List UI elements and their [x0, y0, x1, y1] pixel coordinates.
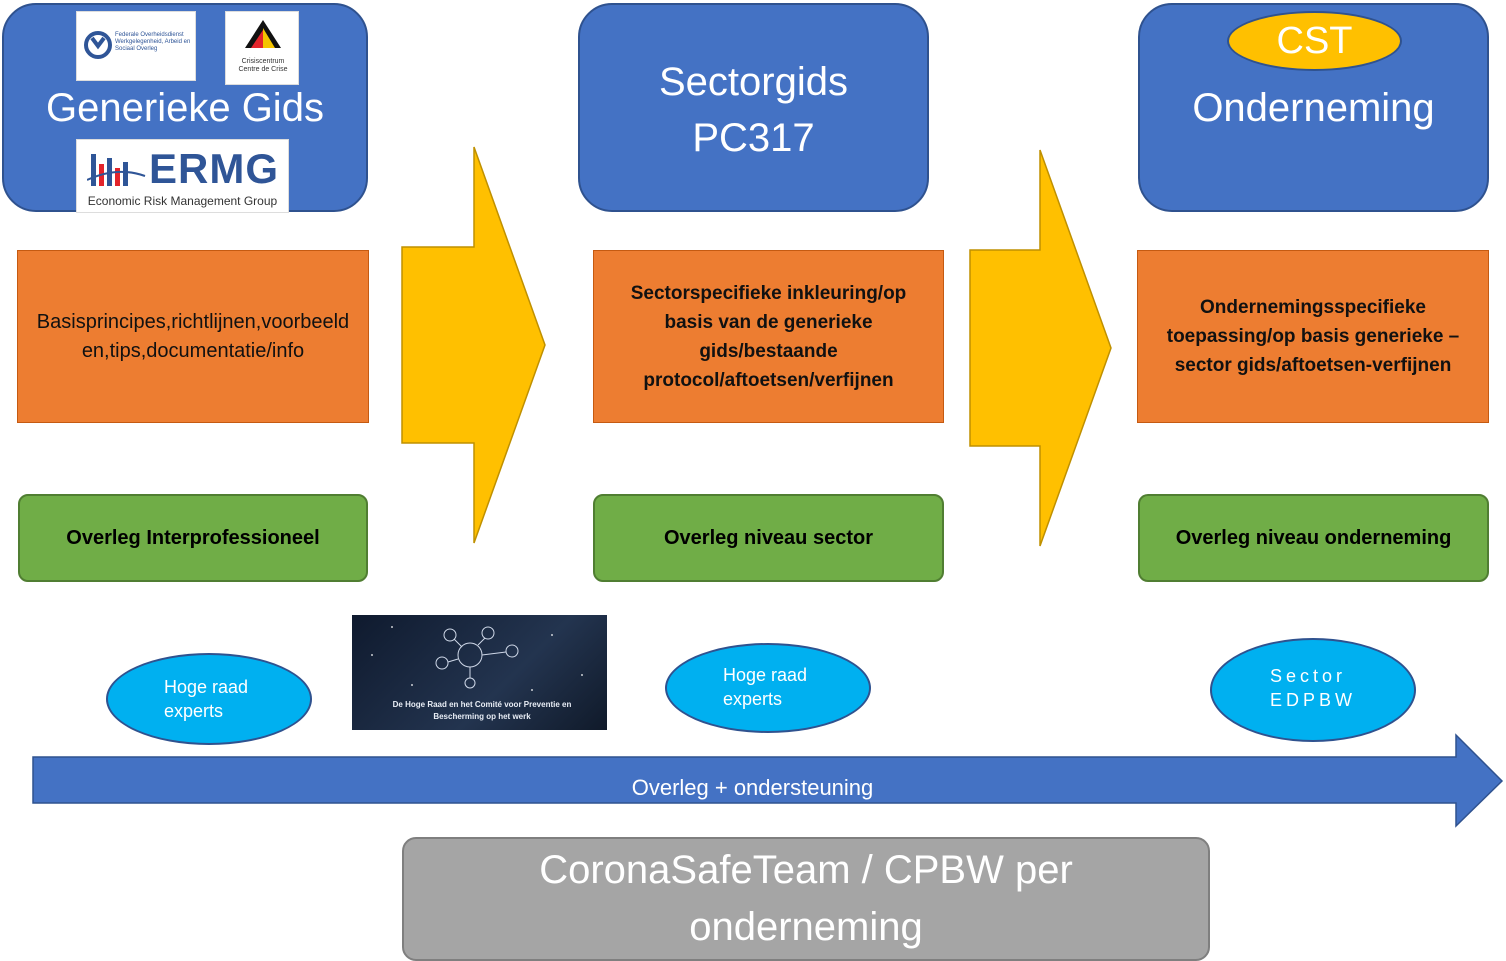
crisis-center-logo-text: Crisiscentrum Centre de Crise [238, 58, 288, 73]
onderneming-box: CST Onderneming [1138, 3, 1489, 212]
overleg-niveau-onderneming: Overleg niveau onderneming [1138, 494, 1489, 582]
generieke-gids-title: Generieke Gids [46, 86, 324, 130]
ellipse-3-line2: EDPBW [1270, 690, 1357, 710]
onderneming-description: Ondernemingsspecifieke toepassing/op bas… [1166, 297, 1460, 376]
onderneming-title: Onderneming [1192, 86, 1435, 130]
hoge-raad-experts-ellipse-2: Hoge raad experts [665, 643, 871, 733]
crisis-center-logo: Crisiscentrum Centre de Crise [225, 11, 299, 85]
cst-badge: CST [1227, 11, 1402, 71]
overleg-niveau-sector: Overleg niveau sector [593, 494, 944, 582]
sector-edpbw-ellipse: Sector EDPBW [1210, 638, 1416, 742]
sectorgids-description-box: Sectorspecifieke inkleuring/op basis van… [593, 250, 944, 423]
onderneming-description-box: Ondernemingsspecifieke toepassing/op bas… [1137, 250, 1489, 423]
generieke-gids-box: Federale Overheidsdienst Werkgelegenheid… [2, 3, 368, 213]
sectorgids-description: Sectorspecifieke inkleuring/op basis van… [630, 282, 907, 391]
federal-logo-icon [84, 31, 112, 59]
ermg-logo: ERMG Economic Risk Management Group [76, 139, 289, 213]
yellow-arrow-2 [969, 149, 1112, 547]
sectorgids-title: Sectorgids [659, 60, 848, 104]
generieke-gids-description-box: Basisprincipes,richtlijnen,voorbeelden,t… [17, 250, 369, 423]
sectorgids-box: Sectorgids PC317 [578, 3, 929, 212]
ermg-bars-icon [87, 154, 146, 186]
ellipse-1-line2: experts [164, 701, 224, 721]
yellow-arrow-1 [401, 146, 546, 544]
footer-box: CoronaSafeTeam / CPBW per onderneming [402, 837, 1210, 961]
cst-badge-label: CST [1276, 20, 1353, 62]
video-thumbnail[interactable]: De Hoge Raad en het Comité voor Preventi… [352, 615, 607, 730]
timeline-arrow [32, 733, 1504, 828]
timeline-label: Overleg + ondersteuning [631, 775, 874, 800]
federal-logo-text: Federale Overheidsdienst Werkgelegenheid… [115, 32, 191, 52]
ermg-logo-name: ERMG [149, 145, 279, 192]
ellipse-1-line1: Hoge raad [164, 677, 249, 697]
generieke-gids-description: Basisprincipes,richtlijnen,voorbeelden,t… [36, 310, 350, 362]
video-caption: De Hoge Raad en het Comité voor Preventi… [392, 700, 572, 721]
footer-text: CoronaSafeTeam / CPBW per onderneming [539, 848, 1073, 949]
ellipse-2-line1: Hoge raad [723, 665, 808, 685]
overleg-interprofessioneel: Overleg Interprofessioneel [18, 494, 368, 582]
hoge-raad-experts-ellipse-1: Hoge raad experts [106, 653, 312, 745]
federal-logo: Federale Overheidsdienst Werkgelegenheid… [76, 11, 196, 81]
ermg-logo-subtitle: Economic Risk Management Group [87, 194, 278, 208]
ellipse-3-line1: Sector [1270, 666, 1347, 686]
crisis-center-logo-icon [245, 20, 281, 48]
ellipse-2-line2: experts [723, 689, 783, 709]
sectorgids-subtitle: PC317 [692, 116, 815, 160]
mind-map-graphic [371, 626, 583, 691]
